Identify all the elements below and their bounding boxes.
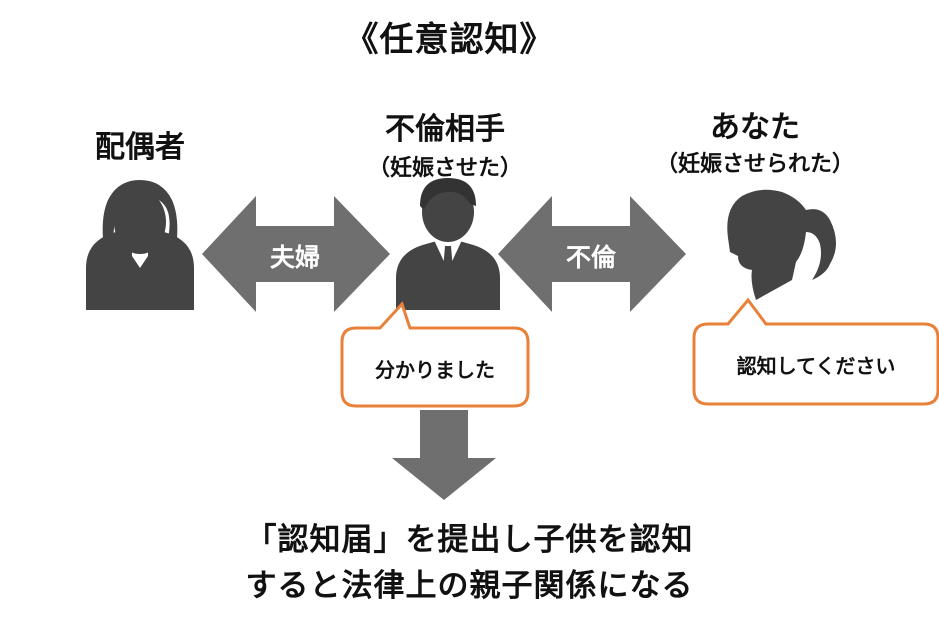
you-speech-bubble <box>692 297 939 406</box>
affair-label: 不倫 <box>565 243 616 272</box>
you-role-label: （妊娠させられた） <box>655 152 854 177</box>
partner-bubble-text: 分かりました <box>375 358 495 382</box>
conclusion-line-1: 「認知届」を提出し子供を認知 <box>245 522 694 558</box>
you-figure-icon <box>727 189 836 300</box>
spouse-figure-icon <box>86 180 194 310</box>
married-label: 夫婦 <box>269 243 320 272</box>
partner-role-label: （妊娠させた） <box>367 156 522 181</box>
partner-speech-bubble <box>340 301 530 408</box>
partner-label: 不倫相手 <box>385 112 505 147</box>
you-bubble-text: 認知してください <box>736 354 896 378</box>
spouse-label: 配偶者 <box>95 130 185 165</box>
diagram-title: 《任意認知》 <box>344 20 555 60</box>
you-label: あなた <box>710 110 800 145</box>
partner-figure-icon <box>396 178 500 310</box>
down-arrow <box>392 410 496 500</box>
conclusion-line-2: すると法律上の親子関係になる <box>245 568 694 604</box>
married-double-arrow <box>202 196 390 312</box>
affair-double-arrow <box>498 196 686 312</box>
